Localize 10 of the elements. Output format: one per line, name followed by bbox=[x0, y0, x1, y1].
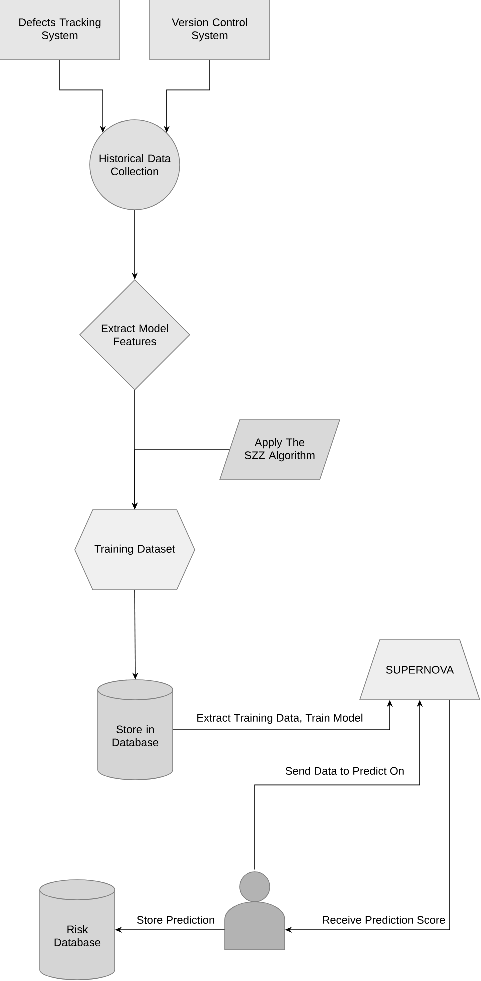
edge-label: Extract Training Data, Train Model bbox=[196, 712, 364, 726]
preparation-hexagon: Training Dataset bbox=[74, 510, 196, 590]
edge-label: Store Prediction bbox=[136, 914, 216, 926]
edge-label: Receive Prediction Score bbox=[321, 914, 447, 926]
process-box: Defects Tracking System bbox=[0, 0, 120, 60]
database-cylinder: Risk Database bbox=[40, 880, 116, 980]
database-cylinder: Store in Database bbox=[98, 680, 174, 780]
edge-label: Send Data to Predict On bbox=[284, 766, 406, 776]
process-box: Version Control System bbox=[150, 0, 270, 60]
person-figure bbox=[224, 872, 286, 950]
